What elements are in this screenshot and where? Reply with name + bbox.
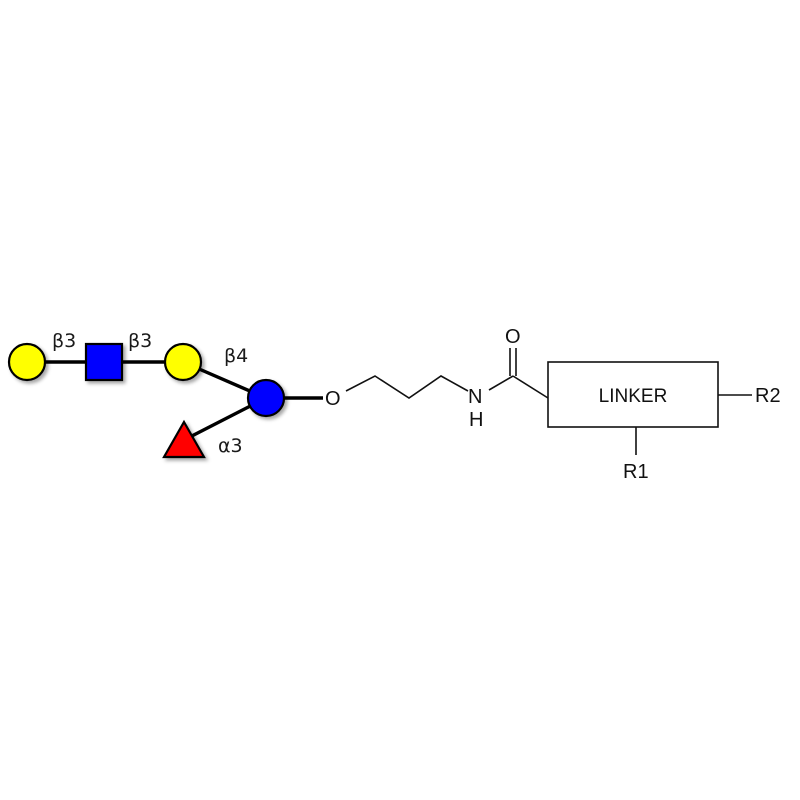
linkage-label-beta3-second: β3 <box>128 330 152 352</box>
spacer-oxygen-atom: O <box>325 388 341 410</box>
carbonyl-oxygen-atom: O <box>505 326 521 348</box>
amide-hydrogen-atom: H <box>469 409 483 431</box>
linker-box <box>547 361 719 428</box>
r1-label: R1 <box>623 461 649 483</box>
amide-bond <box>488 375 514 391</box>
glucose-symbol <box>246 378 286 418</box>
galactose-symbol <box>163 342 203 382</box>
linkage-label-alpha3: α3 <box>218 435 243 457</box>
linkage-label-beta4: β4 <box>224 345 248 367</box>
spacer-chain-bonds <box>345 375 469 399</box>
r2-label: R2 <box>755 385 781 407</box>
linkage-label-beta3-first: β3 <box>52 330 76 352</box>
fucose-symbol <box>162 419 206 459</box>
galactose-terminal-symbol <box>7 342 47 382</box>
carbonyl-to-linker-bond <box>512 375 549 399</box>
linker-label: LINKER <box>599 386 668 407</box>
glcnac-symbol <box>84 342 124 382</box>
amide-nitrogen-atom: N <box>468 386 482 408</box>
